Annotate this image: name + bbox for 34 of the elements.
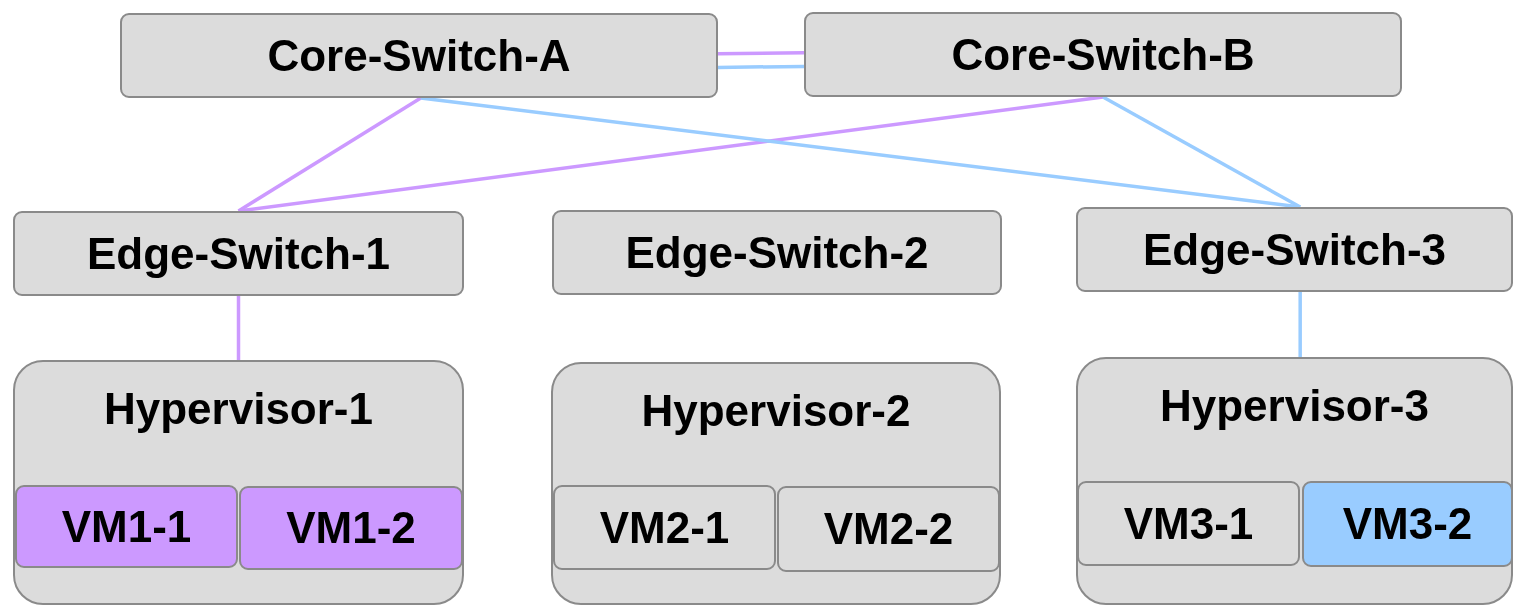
node-label: Hypervisor-3 <box>1160 381 1429 431</box>
node-label: Edge-Switch-1 <box>86 228 391 279</box>
node-label: Edge-Switch-2 <box>625 227 929 278</box>
vm-box <box>239 486 463 570</box>
hypervisor-box <box>1076 357 1513 605</box>
switch-box <box>13 211 464 296</box>
link-line <box>1102 95 1302 209</box>
switch-box <box>1076 207 1513 292</box>
link-line <box>238 95 1104 213</box>
vm-box <box>15 485 238 568</box>
node-label: Core-Switch-B <box>951 29 1255 80</box>
node-label: Edge-Switch-3 <box>1142 224 1447 275</box>
node-label: VM3-1 <box>1123 498 1254 549</box>
link-line <box>1298 292 1302 357</box>
node-label: VM3-2 <box>1342 499 1473 549</box>
link-line <box>236 296 241 360</box>
switch-box <box>804 12 1402 97</box>
link-line <box>718 51 804 56</box>
vm-box <box>553 485 776 570</box>
node-label: VM1-2 <box>286 503 416 553</box>
hypervisor-box <box>13 360 464 605</box>
node-label: VM2-1 <box>599 502 730 553</box>
node-label: VM1-1 <box>61 501 192 552</box>
node-label: Hypervisor-2 <box>641 386 911 436</box>
link-line <box>718 64 804 70</box>
node-label: Hypervisor-1 <box>104 384 373 434</box>
node-label: Core-Switch-A <box>267 30 571 81</box>
switch-box <box>120 13 718 98</box>
hypervisor-box <box>551 362 1001 605</box>
vm-box <box>777 486 1000 572</box>
vm-box <box>1302 481 1513 567</box>
vm-box <box>1077 481 1300 566</box>
switch-box <box>552 210 1002 295</box>
node-label: VM2-2 <box>823 504 954 554</box>
